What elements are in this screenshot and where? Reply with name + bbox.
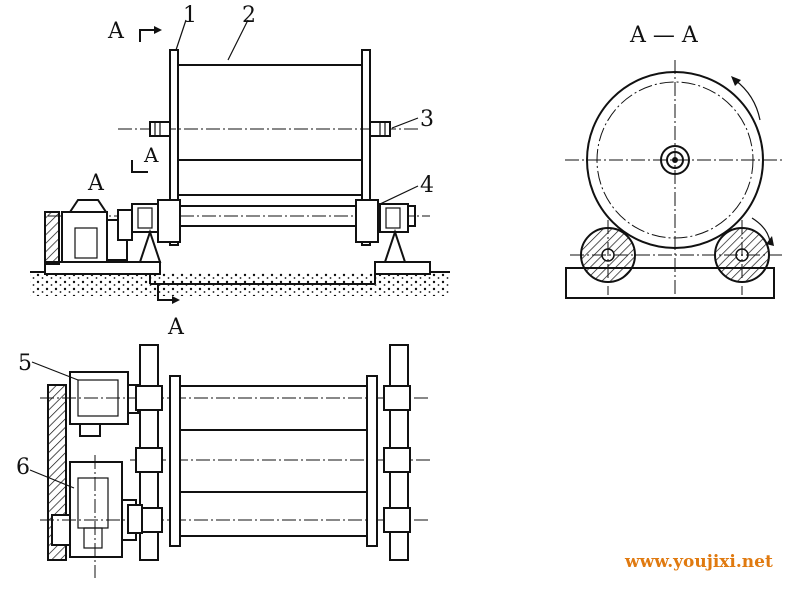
- section-title: A — A: [629, 23, 699, 48]
- front-view: [30, 19, 450, 304]
- section-mark-mid: A: [143, 143, 159, 167]
- plan-drum: [179, 385, 368, 537]
- watermark: www.youjixi.net: [624, 552, 773, 572]
- section-view: [565, 60, 785, 300]
- part-label-4: 4: [420, 173, 434, 198]
- drum-body: [177, 64, 363, 196]
- section-mark-bottom: A: [167, 315, 185, 340]
- roller-left: [157, 199, 181, 243]
- part-label-3: 3: [420, 107, 434, 132]
- part-label-6: 6: [16, 455, 30, 480]
- part-label-5: 5: [18, 351, 32, 376]
- roller-right: [355, 199, 379, 243]
- motor-wall-plate: [44, 211, 60, 265]
- section-mark-top: A: [107, 19, 125, 44]
- plan-view: [29, 344, 430, 578]
- part-label-1: 1: [183, 3, 197, 28]
- part-label-2: 2: [242, 3, 256, 28]
- reducer: [61, 211, 108, 263]
- view-label-left: A: [87, 171, 105, 196]
